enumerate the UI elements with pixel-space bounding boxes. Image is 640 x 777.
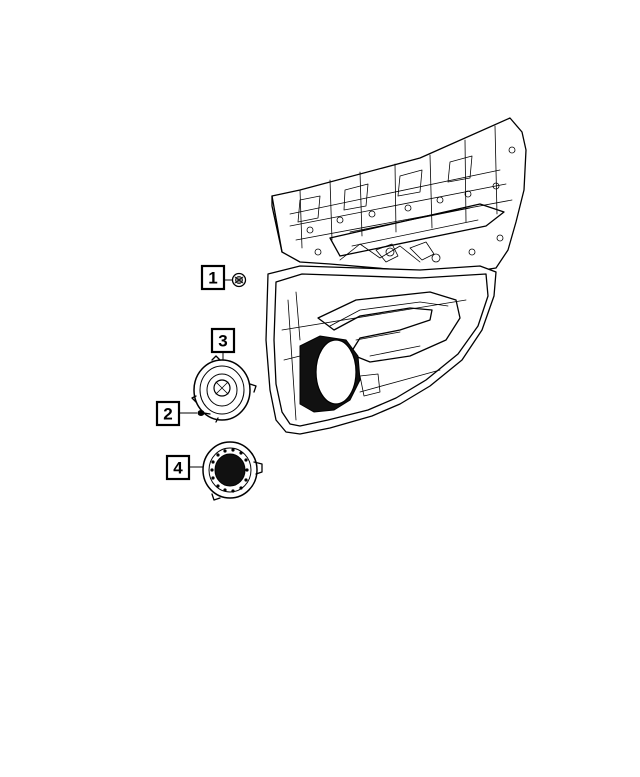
door-trim-panel xyxy=(265,265,497,435)
callout-label-3: 3 xyxy=(218,332,227,351)
callout-box-1 xyxy=(200,264,226,291)
callout-1: 1 xyxy=(200,264,232,291)
callout-3: 3 xyxy=(210,327,236,360)
callout-4: 4 xyxy=(165,454,203,481)
callout-label-2: 2 xyxy=(163,405,172,424)
door-inner-frame xyxy=(271,117,527,273)
callout-label-4: 4 xyxy=(173,459,183,478)
speaker-part xyxy=(191,355,257,423)
callout-2: 2 xyxy=(155,400,197,427)
screw-part xyxy=(197,410,211,416)
callout-label-1: 1 xyxy=(208,269,217,288)
speaker-grille-part xyxy=(202,441,263,501)
clip-fastener-part xyxy=(231,272,247,288)
